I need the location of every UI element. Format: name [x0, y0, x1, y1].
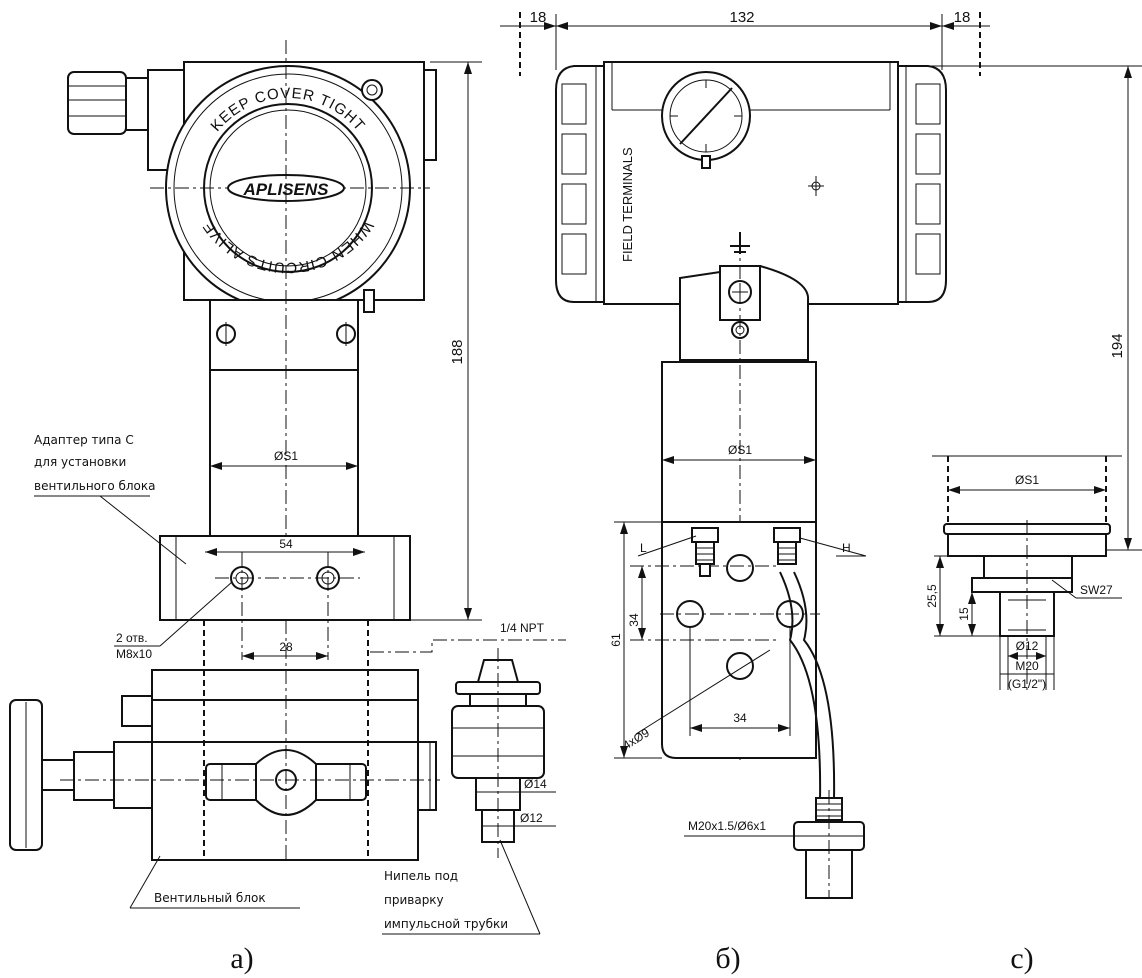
vent-plug-h [773, 527, 801, 565]
dim-c-sw: SW27 [1080, 583, 1113, 597]
view-a: KEEP COVER TIGHT WHEN CIRCUITS ALIVE APL… [9, 40, 566, 935]
dim-b-18-right: 18 [954, 9, 971, 26]
dim-c-thread: M20 [1015, 659, 1039, 673]
field-terminals-label: FIELD TERMINALS [620, 147, 635, 262]
port-l-label: L [640, 541, 647, 555]
view-c: ØS1 SW27 25,5 15 Ø12 M20 [925, 455, 1122, 691]
right-cover [897, 65, 947, 303]
note-valve-block: Вентильный блок [154, 891, 266, 905]
dim-b-18-left: 18 [530, 9, 547, 26]
logo: APLISENS [242, 180, 329, 199]
note-nipple-2: приварку [384, 893, 444, 907]
cable-gland [67, 69, 185, 171]
housing-side [423, 69, 437, 161]
caption-c: с) [1010, 942, 1033, 975]
note-adapter-2: для установки [34, 455, 126, 469]
dim-b-height: 194 [1109, 333, 1126, 358]
dim-c-diameter: ØS1 [1015, 473, 1039, 487]
caption-b: б) [715, 942, 740, 975]
sensor-body-b [661, 361, 817, 523]
dim-c-15: 15 [957, 607, 971, 621]
dim-c-thread-alt: (G1/2") [1008, 677, 1046, 691]
caption-a: а) [230, 942, 253, 975]
note-nipple-3: импульсной трубки [384, 917, 508, 931]
dim-b-fitting: M20x1.5/Ø6x1 [688, 819, 766, 833]
tube-fitting [793, 790, 865, 899]
left-cover [555, 65, 605, 303]
housing-side-view [603, 61, 899, 305]
dim-b-61: 61 [609, 633, 623, 647]
vent-plug-l [691, 527, 719, 577]
note-adapter-1: Адаптер типа С [34, 433, 134, 447]
dim-b-diameter: ØS1 [728, 443, 752, 457]
note-nipple-1: Нипель под [384, 869, 458, 883]
view-b: 18 132 18 [500, 9, 1142, 899]
dim-a-54: 54 [279, 537, 293, 551]
note-adapter-3: вентильного блока [34, 479, 156, 493]
gauge-icon [661, 71, 751, 169]
dim-a-diameter: ØS1 [274, 449, 298, 463]
nipple [451, 648, 545, 858]
dim-a-height: 188 [449, 339, 466, 364]
dim-b-34-vertical: 34 [627, 613, 641, 627]
dim-a-holes-thread: M8x10 [116, 647, 152, 661]
dim-a-d12: Ø12 [520, 811, 543, 825]
port-h-label: H [842, 541, 851, 555]
dim-a-d14: Ø14 [524, 777, 547, 791]
dim-b-holes: 4xØ9 [620, 725, 652, 752]
dim-c-d12: Ø12 [1016, 639, 1039, 653]
valve-block [9, 620, 440, 861]
dim-b-132: 132 [729, 9, 754, 26]
dim-b-34-horizontal: 34 [733, 711, 747, 725]
dim-a-holes: 2 отв. [116, 631, 148, 645]
dim-a-npt: 1/4 NPT [500, 621, 545, 635]
dim-c-25: 25,5 [925, 584, 939, 608]
sensor-body [209, 369, 359, 537]
